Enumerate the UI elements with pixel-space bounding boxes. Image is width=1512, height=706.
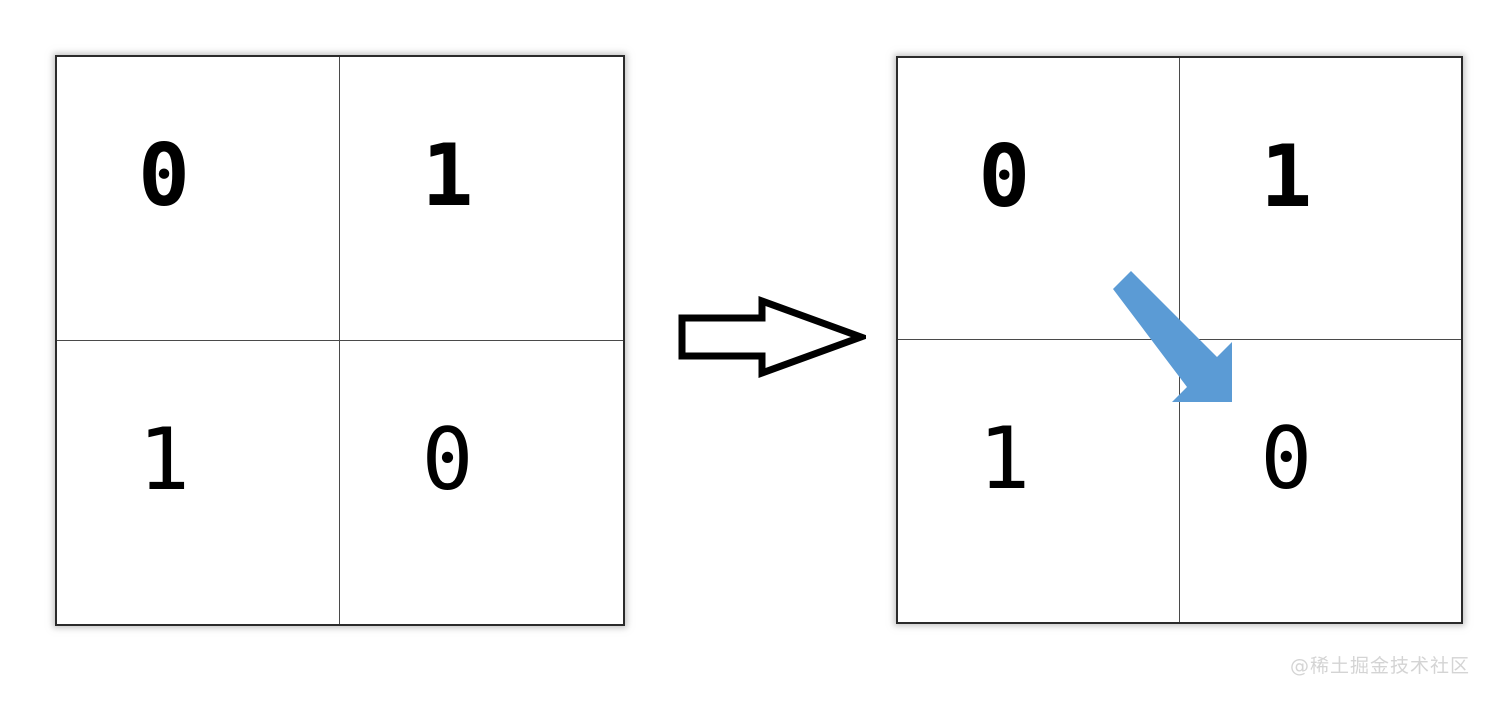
matrix-digit: 1 [978,409,1031,509]
before-cell-0-0: 0 [57,57,340,341]
matrix-digit: 0 [138,126,190,227]
matrix-digit: 1 [421,126,474,227]
before-cell-1-0: 1 [57,340,340,624]
after-cell-1-1: 0 [1180,340,1462,622]
watermark-text: @稀土掘金技术社区 [1289,655,1470,677]
after-cell-0-1: 1 [1179,58,1461,340]
transition-arrow-icon [678,296,866,378]
matrix-digit: 0 [421,410,474,511]
before-matrix-grid: 0 1 1 0 [55,55,625,626]
transition-arrow-shape [678,296,866,378]
matrix-digit: 0 [978,126,1031,227]
after-matrix-grid: 0 1 1 0 [896,56,1463,624]
after-cell-1-0: 1 [898,340,1180,622]
matrix-digit: 1 [1260,126,1313,227]
before-cell-1-1: 0 [340,341,623,625]
matrix-digit: 0 [1260,409,1313,509]
before-cell-0-1: 1 [340,57,623,341]
after-cell-0-0: 0 [898,58,1180,340]
matrix-digit: 1 [138,410,190,511]
